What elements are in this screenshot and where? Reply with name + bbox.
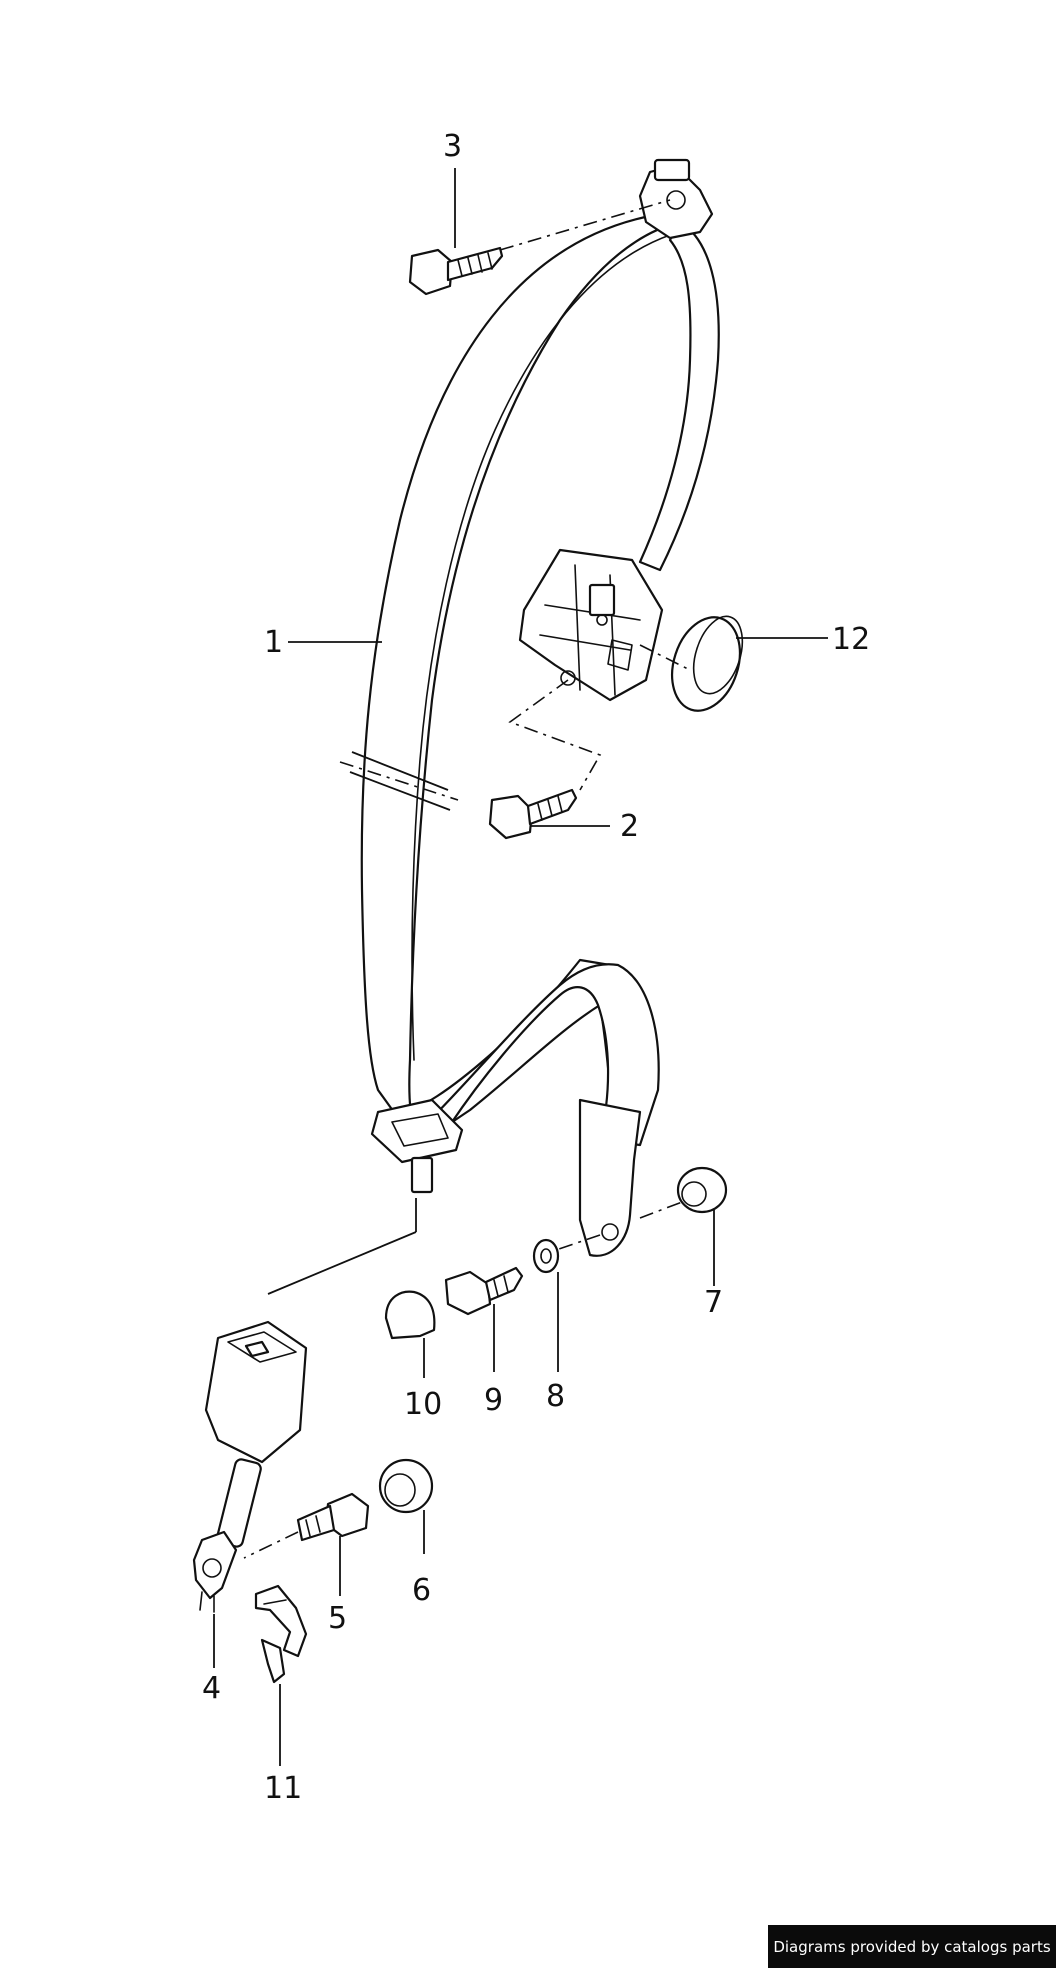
washer[interactable] — [532, 1238, 560, 1274]
callout-2[interactable]: 2 — [620, 809, 639, 844]
spacer-bushing[interactable] — [676, 1166, 728, 1214]
credit-footer: Diagrams provided by catalogs parts — [768, 1925, 1056, 1968]
callout-5[interactable]: 5 — [328, 1601, 347, 1636]
seat-belt-buckle[interactable] — [192, 1231, 417, 1613]
upper-anchor-plate[interactable] — [638, 158, 714, 240]
callout-8[interactable]: 8 — [546, 1379, 565, 1414]
upper-anchor-bolt[interactable] — [408, 199, 671, 296]
buckle-bushing-ring[interactable] — [378, 1458, 434, 1514]
callout-10[interactable]: 10 — [404, 1387, 442, 1422]
callout-12[interactable]: 12 — [832, 622, 870, 657]
credit-text: Diagrams provided by catalogs parts — [773, 1937, 1051, 1956]
callout-3[interactable]: 3 — [443, 129, 462, 164]
retaining-clip[interactable] — [254, 1584, 308, 1684]
callout-7[interactable]: 7 — [704, 1285, 723, 1320]
callout-1[interactable]: 1 — [264, 625, 283, 660]
belt-webbing[interactable] — [339, 213, 720, 1150]
bolt-cover-cap[interactable] — [384, 1290, 436, 1340]
callout-6[interactable]: 6 — [412, 1573, 431, 1608]
buckle-bolt[interactable] — [243, 1492, 370, 1559]
callout-9[interactable]: 9 — [484, 1383, 503, 1418]
callout-4[interactable]: 4 — [202, 1671, 221, 1706]
callout-11[interactable]: 11 — [264, 1771, 302, 1806]
belt-guide-clip[interactable] — [370, 1098, 464, 1232]
lower-anchor-tab[interactable] — [555, 1098, 683, 1257]
retractor-unit[interactable] — [518, 548, 664, 702]
retractor-bolt[interactable] — [488, 679, 602, 840]
lower-anchor-bolt[interactable] — [444, 1266, 524, 1316]
retractor-cover-cap[interactable] — [639, 608, 751, 719]
